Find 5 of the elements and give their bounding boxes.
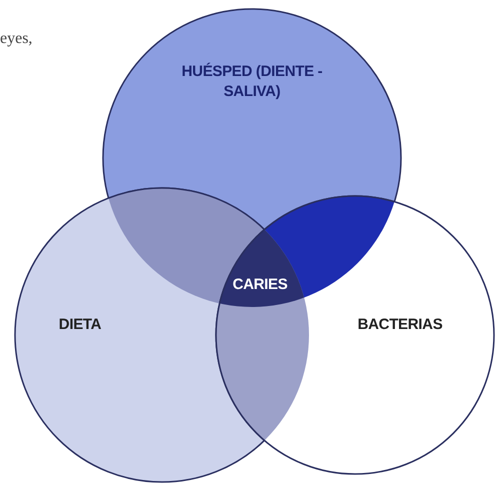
- circle-label: HUÉSPED (DIENTE - SALIVA): [180, 62, 324, 101]
- circle-label: BACTERIAS: [356, 315, 444, 334]
- text-fragment: eyes,: [0, 30, 32, 48]
- circle-label: CARIES: [232, 275, 288, 294]
- circle-label: DIETA: [58, 315, 102, 334]
